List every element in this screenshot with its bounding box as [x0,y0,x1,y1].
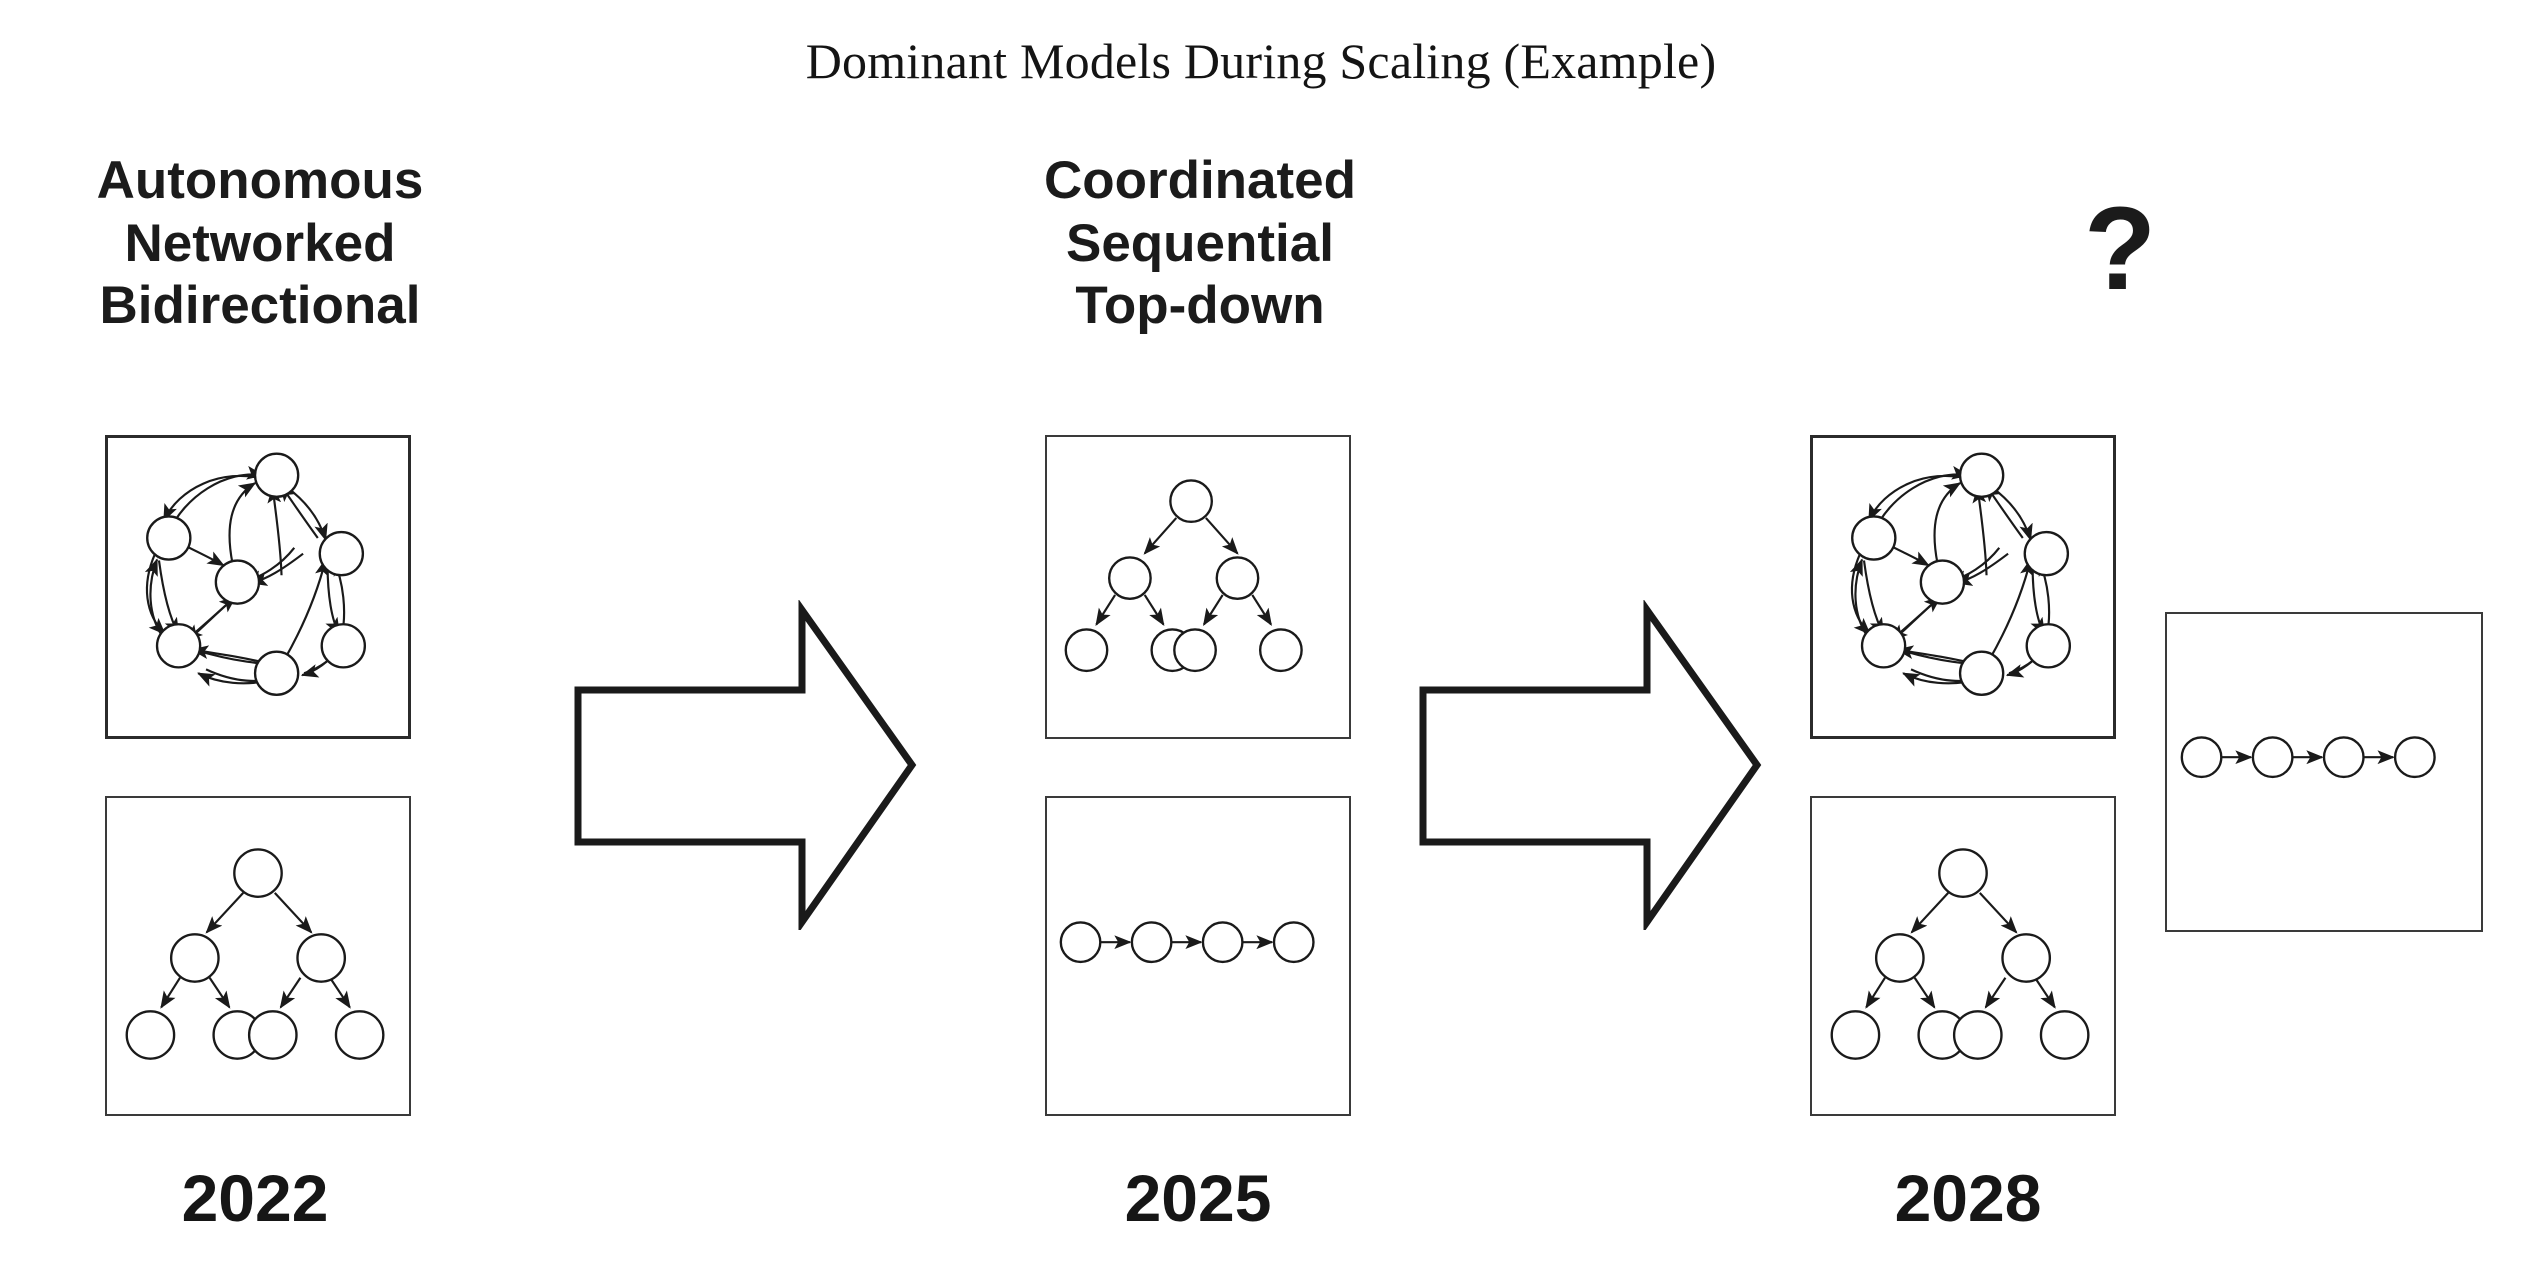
panel-tree-2028[interactable] [1810,796,2116,1116]
arrow-2022-to-2025 [570,600,920,930]
panel-network-2022[interactable] [105,435,411,739]
column-label-2025-line-1: Coordinated [1043,151,1357,210]
year-label-2028: 2028 [1894,1161,2042,1235]
column-label-2025-line-3: Top-down [1075,276,1325,336]
arrow-2025-to-2028 [1415,600,1765,930]
panel-tree-2022[interactable] [105,796,411,1116]
year-label-2025: 2025 [1124,1161,1272,1235]
column-label-2022-line-1: Autonomous [96,151,424,210]
column-label-2025-line-2: Sequential [1065,213,1334,273]
column-label-2022-line-3: Bidirectional [99,276,421,336]
column-label-2022-line-2: Networked [124,213,396,273]
page-title: Dominant Models During Scaling (Example) [805,33,1717,89]
year-label-2022: 2022 [181,1161,329,1235]
column-label-2028-question-mark: ? [2083,183,2157,315]
panel-tree-2025[interactable] [1045,435,1351,739]
panel-chain-2025[interactable] [1045,796,1351,1116]
panel-network-2028[interactable] [1810,435,2116,739]
column-label-2022: Autonomous Networked Bidirectional [30,150,490,338]
column-label-2025: Coordinated Sequential Top-down [970,150,1430,338]
panel-chain-2028[interactable] [2165,612,2483,932]
